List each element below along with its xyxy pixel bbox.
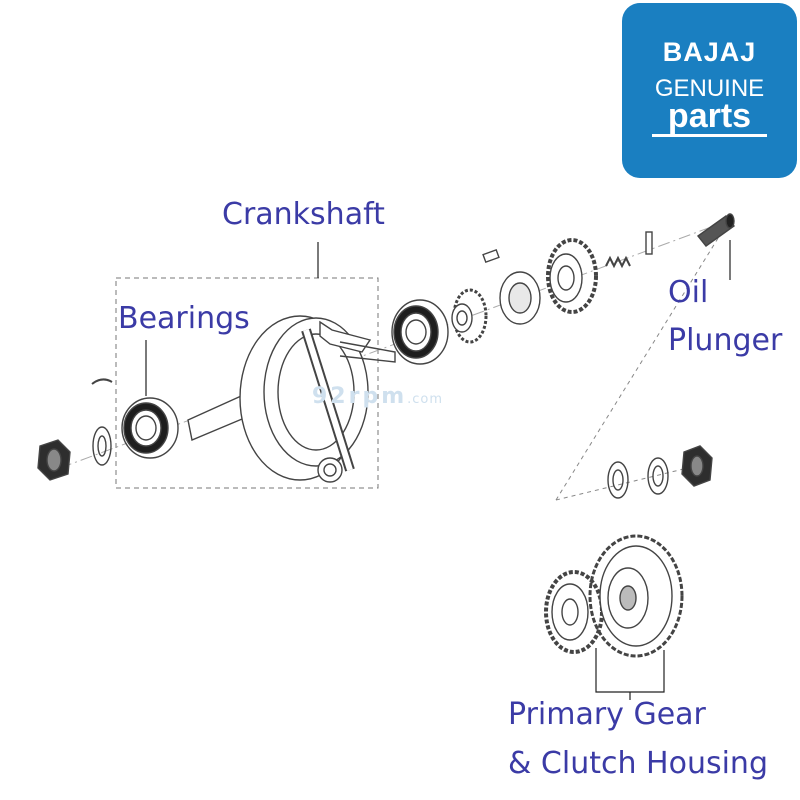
- drive-gear: [546, 238, 598, 314]
- logo-parts: parts: [667, 97, 752, 135]
- oil-plunger-axis-line: [555, 234, 721, 501]
- oil-label: Oil: [668, 275, 709, 310]
- left-bearing: [121, 397, 179, 459]
- small-key: [482, 248, 500, 264]
- oil-plunger: [696, 213, 736, 247]
- left-washer: [92, 426, 112, 466]
- plunger-label: Plunger: [668, 323, 783, 358]
- clutch-nut: [681, 445, 713, 487]
- woodruff-key: [91, 378, 113, 385]
- primary-gear: [544, 570, 604, 654]
- clutch-housing-label: & Clutch Housing: [508, 746, 768, 781]
- logo-underline: [652, 134, 767, 137]
- primary-clutch-leader: [595, 648, 665, 700]
- spring: [605, 255, 631, 269]
- logo-genuine: GENUINE: [654, 75, 765, 102]
- pin: [645, 231, 653, 255]
- crankshaft-label: Crankshaft: [222, 197, 385, 232]
- primary-gear-label: Primary Gear: [508, 697, 706, 732]
- clutch-housing: [588, 534, 684, 658]
- logo-brand: BAJAJ: [662, 37, 757, 67]
- clutch-washer-2: [647, 457, 669, 495]
- clutch-washer-1: [607, 461, 629, 499]
- crankshaft-group-box: [115, 277, 379, 489]
- bearings-label: Bearings: [118, 301, 250, 336]
- bajaj-genuine-parts-logo: BAJAJ GENUINE parts: [622, 3, 797, 178]
- timing-sprocket: [451, 288, 488, 344]
- crankshaft: [187, 315, 396, 483]
- left-nut: [37, 439, 71, 481]
- watermark: 92rpm.com: [312, 384, 444, 409]
- spacer-collar: [499, 271, 541, 325]
- right-bearing: [391, 299, 449, 365]
